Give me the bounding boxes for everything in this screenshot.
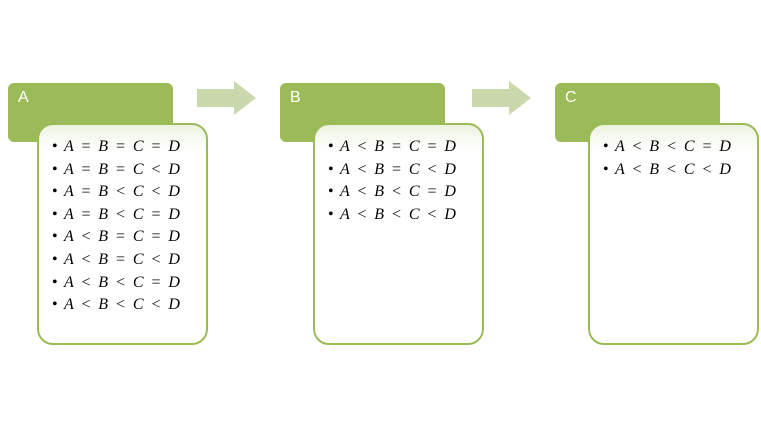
- arrow-a-to-b-icon: [197, 81, 256, 115]
- ordering-item: A < B = C < D: [328, 159, 482, 182]
- ordering-item: A = B = C = D: [52, 136, 206, 159]
- ordering-item: A < B = C < D: [52, 249, 206, 272]
- ordering-item: A = B = C < D: [52, 159, 206, 182]
- stage-c-orderings-list: A < B < C = D A < B < C < D: [590, 136, 757, 181]
- ordering-item: A = B < C = D: [52, 204, 206, 227]
- ordering-item: A < B < C < D: [52, 294, 206, 317]
- stage-b-card: A < B = C = D A < B = C < D A < B < C = …: [313, 123, 484, 345]
- ordering-item: A < B < C = D: [328, 181, 482, 204]
- ordering-item: A < B = C = D: [52, 226, 206, 249]
- ordering-item: A = B < C < D: [52, 181, 206, 204]
- stage-b-label: B: [290, 89, 301, 106]
- stage-a-orderings-list: A = B = C = D A = B = C < D A = B < C < …: [39, 136, 206, 317]
- stage-a-card: A = B = C = D A = B = C < D A = B < C < …: [37, 123, 208, 345]
- ordering-item: A < B < C = D: [603, 136, 757, 159]
- stage-c-label: C: [565, 89, 577, 106]
- ordering-item: A < B < C = D: [52, 272, 206, 295]
- ordering-item: A < B < C < D: [328, 204, 482, 227]
- stage-c-card: A < B < C = D A < B < C < D: [588, 123, 759, 345]
- stage-a-label: A: [18, 89, 29, 106]
- stage-b-orderings-list: A < B = C = D A < B = C < D A < B < C = …: [315, 136, 482, 226]
- ordering-item: A < B < C < D: [603, 159, 757, 182]
- arrow-b-to-c-icon: [472, 81, 531, 115]
- ordering-item: A < B = C = D: [328, 136, 482, 159]
